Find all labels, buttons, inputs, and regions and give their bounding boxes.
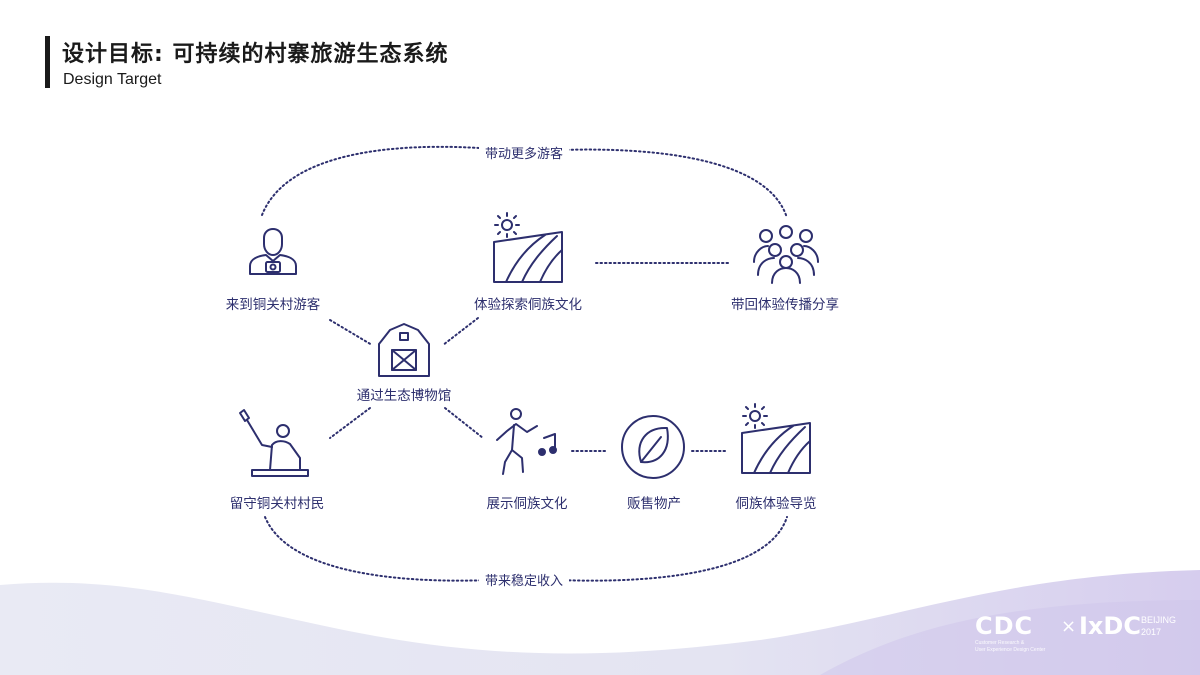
page-subtitle: Design Target — [63, 71, 162, 88]
logo-subtitle-2: User Experience Design Center — [975, 647, 1046, 653]
logo-year: 2017 — [1141, 627, 1162, 637]
title-accent-bar — [45, 36, 50, 88]
connector-tourist-museum — [329, 319, 373, 346]
logo-subtitle-1: Customer Research & — [975, 640, 1025, 646]
node-label-share: 带回体验传播分享 — [731, 297, 839, 313]
node-label-museum: 通过生态博物馆 — [356, 388, 452, 404]
connector-museum-show — [444, 407, 484, 439]
node-label-explore: 体验探索侗族文化 — [474, 297, 582, 313]
node-label-villager: 留守铜关村村民 — [229, 496, 325, 512]
villager-waving-icon — [239, 409, 309, 477]
dancer-music-icon — [496, 408, 557, 475]
logo-times: × — [1061, 616, 1077, 637]
crowd-icon — [753, 225, 819, 284]
logo-city: BEIJING — [1141, 615, 1177, 625]
top-flow-label: 带动更多游客 — [478, 143, 570, 162]
connector-museum-villager — [329, 407, 371, 439]
page-title: 设计目标: 可持续的村寨旅游生态系统 — [62, 42, 449, 67]
node-label-tourist: 来到铜关村游客 — [225, 297, 321, 313]
farmland-sun-icon — [741, 403, 811, 474]
barn-icon — [378, 323, 430, 377]
leaf-circle-icon — [621, 415, 685, 479]
farmland-sun-icon — [493, 212, 563, 283]
bottom-flow-label: 带来稳定收入 — [478, 570, 570, 589]
logo-ixdc: IxDC — [1079, 612, 1141, 640]
node-label-guide: 侗族体验导览 — [735, 496, 817, 512]
node-label-sell: 贩售物产 — [627, 496, 681, 512]
connector-explore-museum — [442, 317, 479, 346]
node-label-show: 展示侗族文化 — [486, 496, 568, 512]
tourist-with-camera-icon — [249, 228, 297, 275]
logo-cdc: CDC — [975, 612, 1034, 640]
